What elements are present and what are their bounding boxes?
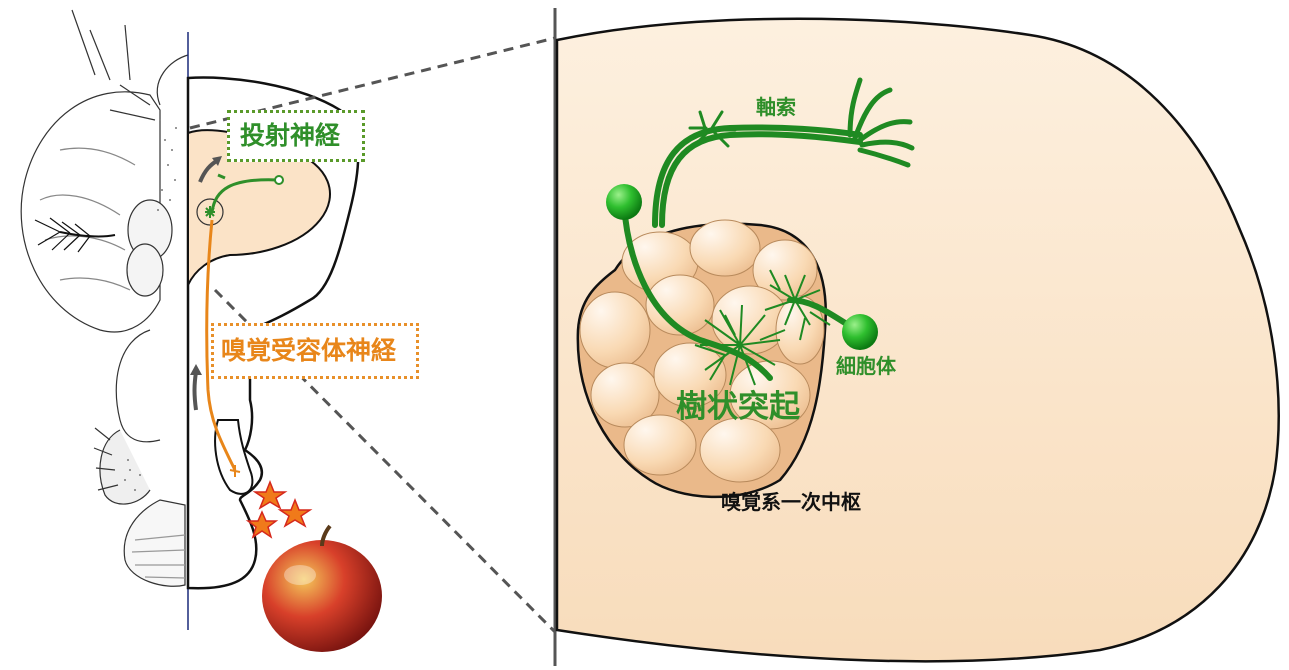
fly-head-illustration	[20, 9, 189, 587]
zoom-lines	[189, 36, 557, 634]
odor-stars	[245, 479, 313, 539]
glomerulus-circle-small	[196, 198, 224, 226]
dendrite-label: 樹状突起	[676, 389, 800, 425]
olfactory-receptor-neuron-label: 嗅覚受容体神経	[221, 336, 397, 365]
projection-neuron-small	[210, 178, 279, 213]
cell-body-ball-upper	[606, 184, 642, 220]
cell-body-ball-lower	[842, 314, 878, 350]
axon-label: 軸索	[756, 95, 796, 119]
projection-neuron-label-box	[227, 110, 365, 162]
projection-neuron-label: 投射神経	[240, 121, 341, 150]
primary-olfactory-center-label: 嗅覚系一次中枢	[721, 490, 861, 514]
receptor-neuron-small	[205, 219, 237, 471]
receptor-neuron-label-box	[211, 323, 419, 379]
dendrite-bursts	[694, 269, 831, 386]
antenna-segment	[214, 419, 254, 495]
antennal-lobe-zoom	[555, 17, 1280, 663]
apple-illustration	[262, 524, 382, 652]
cell-body-label: 細胞体	[836, 354, 896, 378]
signal-arrow-up-lower	[192, 371, 198, 411]
glomeruli-cluster	[576, 219, 827, 499]
